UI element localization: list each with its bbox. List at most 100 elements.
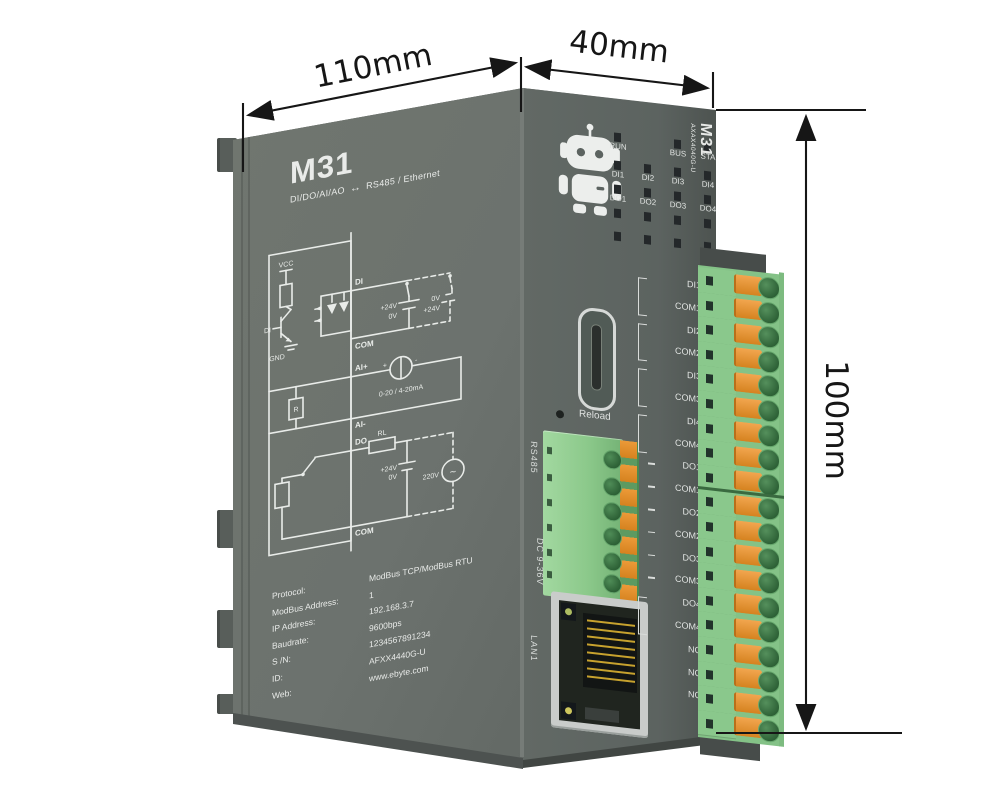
double-arrow-icon: ↔ bbox=[349, 180, 362, 195]
svg-text:0V: 0V bbox=[388, 312, 397, 321]
panel-seam bbox=[241, 88, 243, 758]
vent-hole bbox=[644, 211, 651, 222]
spec-label: ID: bbox=[272, 672, 283, 684]
terminal-test-hole bbox=[706, 349, 713, 360]
terminal-test-hole bbox=[706, 521, 713, 532]
spec-label: S /N: bbox=[272, 653, 291, 668]
terminal-test-hole bbox=[706, 644, 713, 655]
svg-text:0-20 / 4-20mA: 0-20 / 4-20mA bbox=[379, 384, 424, 399]
model-code-vertical: AXAX4040G-U bbox=[689, 123, 696, 174]
svg-text:0V: 0V bbox=[388, 473, 397, 482]
terminal-test-hole bbox=[706, 718, 713, 729]
svg-text:0V: 0V bbox=[431, 295, 440, 304]
terminal-slot bbox=[547, 523, 552, 532]
usb-c-pin bbox=[591, 323, 602, 392]
terminal-test-hole bbox=[706, 374, 713, 385]
svg-text:DI: DI bbox=[355, 277, 363, 287]
label-tick bbox=[648, 508, 655, 511]
svg-text:~: ~ bbox=[450, 466, 456, 479]
terminal-test-hole bbox=[706, 571, 713, 581]
svg-text:COM: COM bbox=[355, 526, 374, 538]
terminal-test-hole bbox=[706, 423, 713, 434]
link-led bbox=[561, 602, 576, 622]
terminal-slot bbox=[547, 498, 552, 507]
svg-text:DI: DI bbox=[264, 327, 271, 335]
terminal-test-hole bbox=[706, 275, 713, 286]
spec-label: Web: bbox=[272, 687, 292, 701]
label-tick bbox=[648, 462, 655, 466]
terminal-test-hole bbox=[706, 620, 713, 631]
led-label: DI1 bbox=[611, 169, 625, 180]
depth-dimension: 40mm bbox=[567, 24, 670, 71]
model-name-vertical: M31 bbox=[697, 121, 714, 159]
din-tab bbox=[217, 138, 237, 172]
terminal-test-hole bbox=[706, 546, 713, 557]
width-dimension: 110mm bbox=[311, 37, 435, 96]
svg-text:AI-: AI- bbox=[355, 419, 366, 430]
vent-hole bbox=[614, 231, 621, 242]
svg-text:+24V: +24V bbox=[423, 305, 440, 315]
activity-led bbox=[561, 701, 576, 721]
model-label-vertical: M31 AXAX4040G-U bbox=[689, 121, 714, 254]
terminal-edge-strip bbox=[779, 272, 784, 747]
reload-button[interactable] bbox=[556, 409, 564, 419]
led-label: DO2 bbox=[639, 196, 657, 208]
label-bracket bbox=[638, 322, 647, 362]
vent-hole bbox=[674, 215, 681, 226]
svg-text:GND: GND bbox=[269, 354, 285, 364]
terminal-face bbox=[698, 709, 736, 740]
led-label: DI2 bbox=[641, 172, 655, 184]
din-tab bbox=[217, 610, 237, 648]
label-bracket bbox=[638, 414, 647, 453]
label-tick bbox=[648, 485, 655, 488]
label-bracket bbox=[638, 368, 647, 408]
label-tick bbox=[648, 553, 655, 557]
terminal-test-hole bbox=[706, 325, 713, 335]
svg-text:220V: 220V bbox=[423, 472, 440, 482]
rj45-latch bbox=[585, 707, 619, 724]
label-bracket bbox=[638, 596, 647, 636]
svg-text:+24V: +24V bbox=[380, 464, 397, 474]
terminal-slot bbox=[547, 570, 552, 579]
svg-text:DO: DO bbox=[355, 436, 367, 447]
terminal-slot bbox=[547, 446, 552, 455]
terminal-slot bbox=[547, 473, 552, 482]
terminal-test-hole bbox=[706, 472, 713, 483]
terminal-test-hole bbox=[706, 300, 713, 311]
panel-seam bbox=[248, 88, 250, 758]
bus-text: RS485 / Ethernet bbox=[366, 167, 440, 192]
terminal-test-hole bbox=[706, 398, 713, 409]
svg-text:AI+: AI+ bbox=[355, 362, 368, 373]
wiring-diagram: VCC DI GND DI COM +24V 0V 0V +24V AI+ R … bbox=[264, 231, 465, 557]
usb-c-port[interactable] bbox=[578, 306, 616, 413]
svg-text:VCC: VCC bbox=[279, 260, 294, 270]
spec-label: Protocol: bbox=[272, 584, 306, 601]
label-tick bbox=[648, 576, 655, 580]
terminal-test-hole bbox=[706, 497, 713, 508]
terminal-test-hole bbox=[706, 694, 713, 704]
terminal-test-hole bbox=[706, 448, 713, 458]
svg-text:-: - bbox=[415, 357, 418, 364]
lan-label: LAN1 bbox=[529, 634, 539, 663]
power-label: DC 9-36V bbox=[535, 537, 545, 587]
svg-text:+: + bbox=[383, 362, 387, 370]
vent-hole bbox=[674, 238, 681, 249]
rs485-label: RS485 bbox=[529, 440, 539, 475]
svg-text:RL: RL bbox=[378, 429, 387, 438]
din-tab bbox=[217, 694, 237, 714]
led-label: DO1 bbox=[609, 192, 627, 204]
height-dimension: 100mm bbox=[818, 360, 854, 480]
device-front-edge bbox=[520, 88, 524, 757]
label-tick bbox=[648, 531, 655, 534]
vent-hole bbox=[614, 208, 621, 219]
din-tab bbox=[217, 510, 237, 548]
io-terminal-block[interactable] bbox=[698, 247, 786, 785]
vent-hole bbox=[644, 234, 651, 245]
led-label: RUN bbox=[609, 140, 627, 152]
terminal-test-hole bbox=[706, 595, 713, 606]
label-bracket bbox=[638, 277, 647, 317]
